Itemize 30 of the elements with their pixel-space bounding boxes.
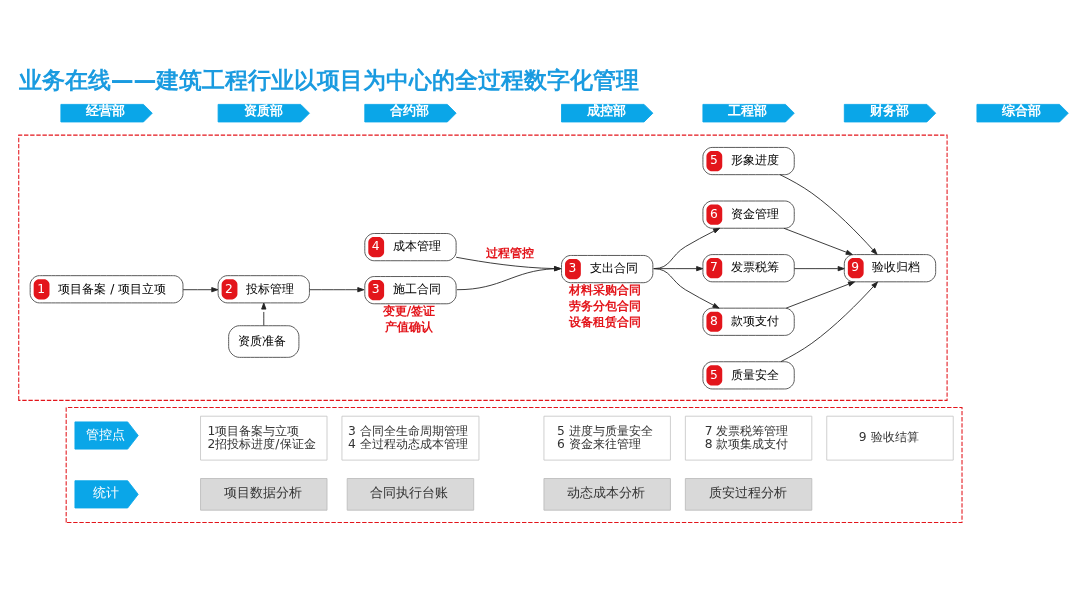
- node-box: 1项目备案与立项 2招投标进度/保证金: [200, 415, 328, 461]
- node-box: 合同执行台账: [346, 478, 475, 511]
- arrow: [309, 287, 365, 293]
- arrow: [456, 266, 562, 291]
- arrow: [780, 281, 878, 363]
- arrow: [182, 287, 219, 293]
- node-box: 动态成本分析: [543, 478, 671, 511]
- diagram-title: 业务在线——建筑工程行业以项目为中心的全过程数字化管理: [18, 67, 640, 94]
- node-box: 7 发票税筹管理 8 款项集成支付: [684, 415, 813, 461]
- node-label: 设备租赁合同: [569, 314, 642, 329]
- arrow: [793, 266, 845, 272]
- arrow: [653, 227, 721, 270]
- arrow: [785, 281, 856, 309]
- node-box: 项目数据分析: [200, 478, 328, 511]
- node-box: 资质准备: [228, 325, 300, 358]
- node-label: 产值确认: [384, 320, 433, 335]
- node-box: 9 验收结算: [826, 415, 954, 461]
- node-box: 3 合同全生命周期管理 4 全过程动态成本管理: [341, 415, 480, 461]
- edge-label: 过程管控: [485, 246, 534, 261]
- node-box: 5 进度与质量安全 6 资金来往管理: [543, 415, 671, 461]
- node-label: 材料采购合同: [569, 283, 642, 298]
- arrow: [779, 174, 878, 255]
- cluster: [18, 134, 948, 401]
- node-box: 质安过程分析: [684, 478, 813, 511]
- arrow: [783, 227, 853, 255]
- cluster: [65, 406, 963, 523]
- arrow: [261, 302, 267, 326]
- arrow: [455, 256, 562, 272]
- node-label: 劳务分包合同: [569, 299, 642, 314]
- node-label: 变更/签证: [382, 304, 436, 319]
